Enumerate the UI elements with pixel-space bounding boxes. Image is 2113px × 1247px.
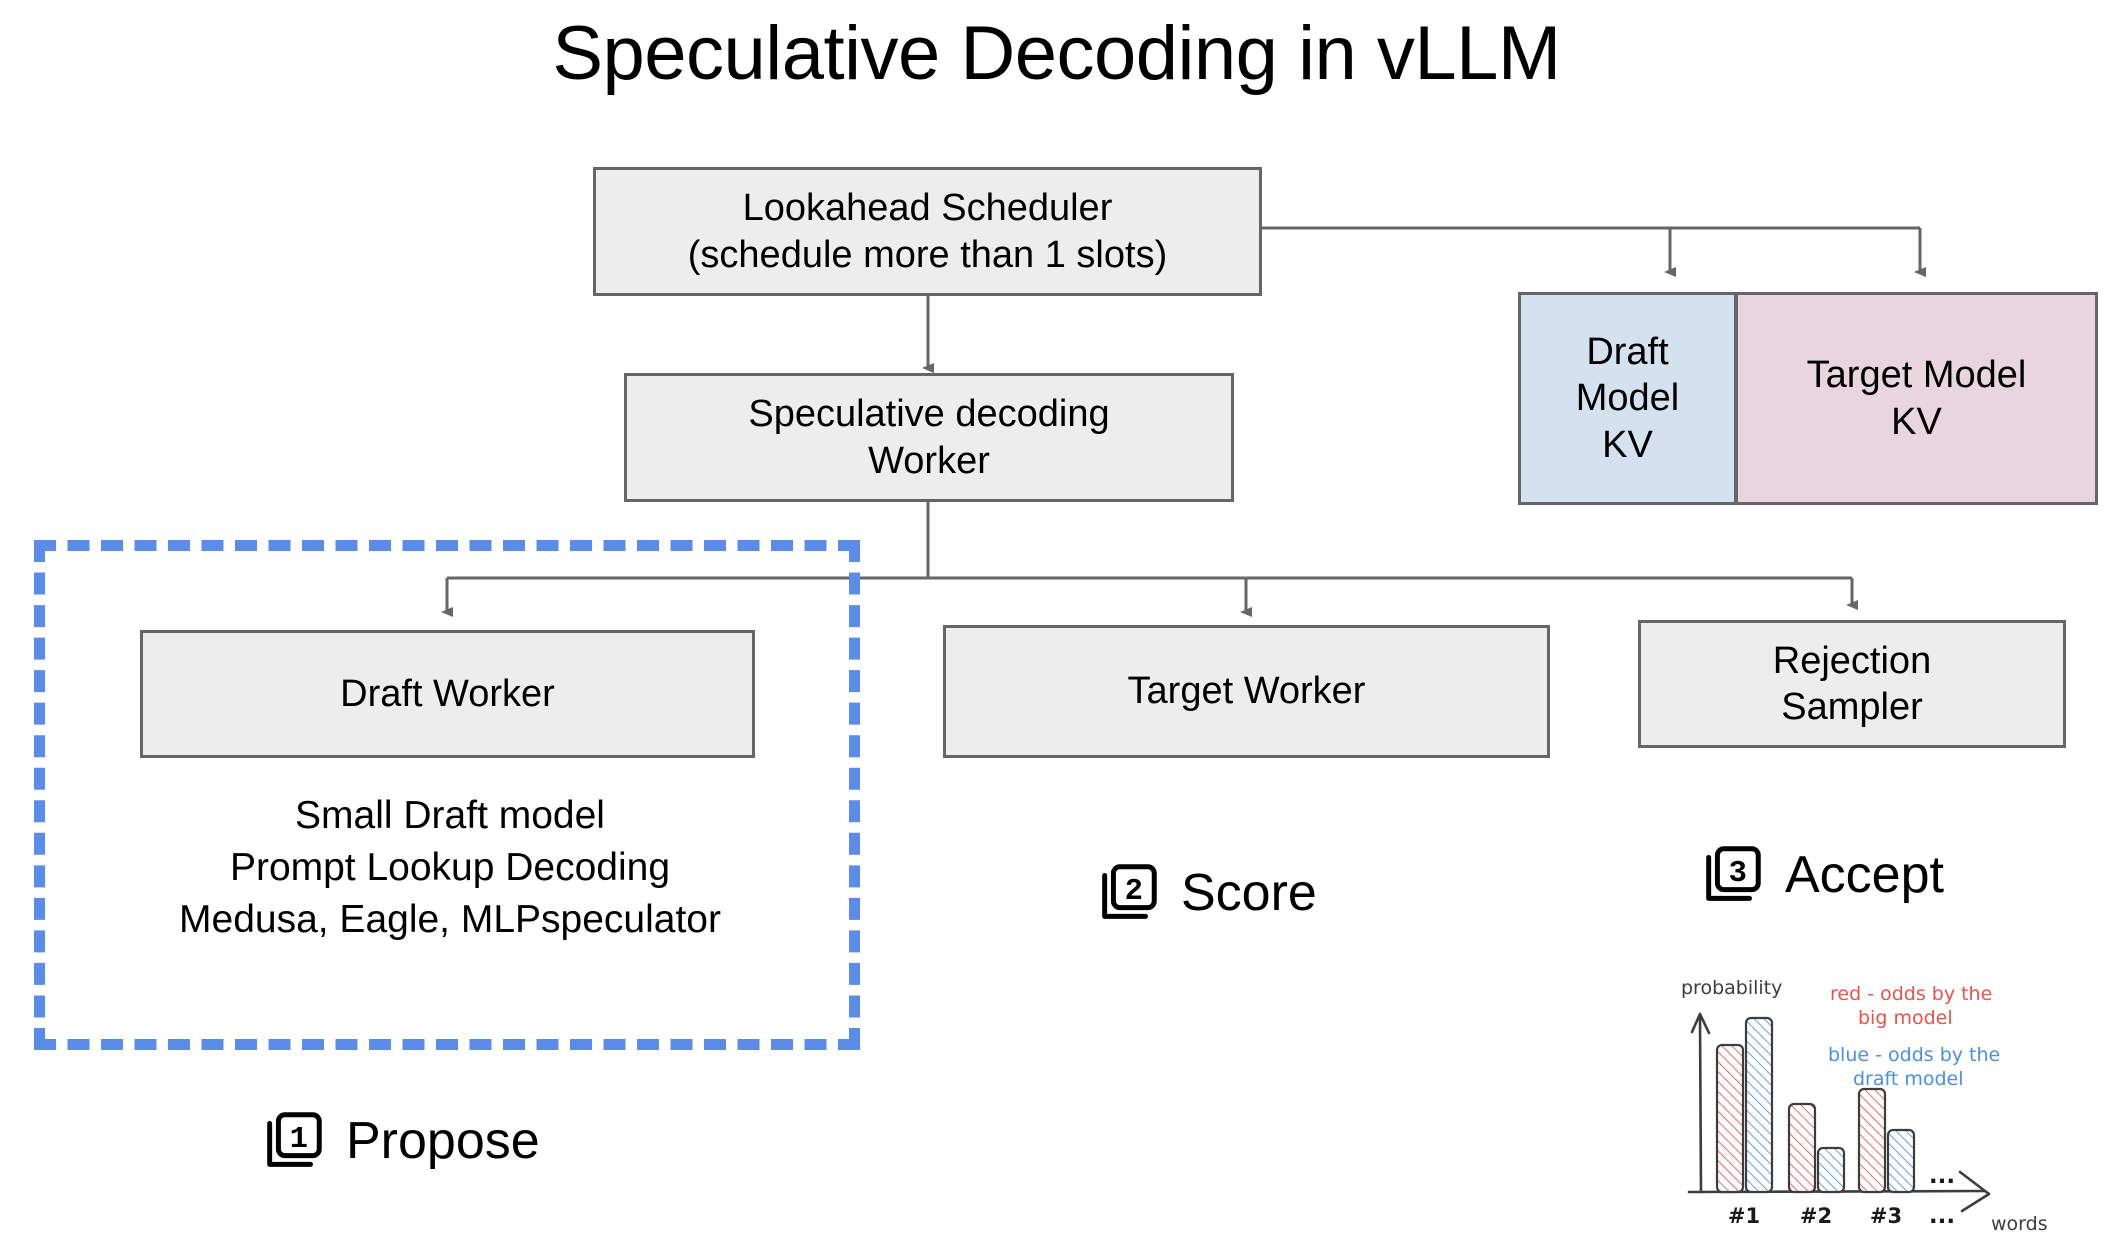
chart-ellipsis-lower: ... xyxy=(1929,1203,1955,1229)
node-rejection-sampler[interactable]: Rejection Sampler xyxy=(1638,620,2066,748)
node-draft-worker[interactable]: Draft Worker xyxy=(140,630,755,758)
chart-legend-red-line2: big model xyxy=(1858,1007,1953,1029)
looks-two-icon: 2 xyxy=(1102,864,1157,919)
chart-bar-blue-3 xyxy=(1886,1128,1916,1194)
draft-methods-note: Small Draft model Prompt Lookup Decoding… xyxy=(60,790,840,946)
step-score[interactable]: 2 Score xyxy=(1093,858,1317,928)
node-lookahead-scheduler[interactable]: Lookahead Scheduler (schedule more than … xyxy=(593,167,1262,296)
chart-ylabel: probability xyxy=(1681,977,1782,999)
page-title: Speculative Decoding in vLLM xyxy=(552,11,1561,96)
step-number-1: 1 xyxy=(290,1123,308,1157)
chart-y-axis xyxy=(1690,1012,1711,1194)
step-number-3: 3 xyxy=(1729,857,1747,891)
chart-bar-blue-1 xyxy=(1744,1016,1774,1194)
chart-legend-red-line1: red - odds by the xyxy=(1830,983,1992,1005)
step-score-label: Score xyxy=(1181,864,1317,922)
node-rejection-sampler-text: Rejection Sampler xyxy=(1772,639,1932,728)
propose-highlight-region xyxy=(34,540,860,1050)
node-target-model-kv-text: Target Model KV xyxy=(1806,354,2027,443)
node-lookahead-scheduler-text: Lookahead Scheduler (schedule more than … xyxy=(687,187,1168,276)
looks-three-icon: 3 xyxy=(1706,846,1761,901)
looks-one-icon: 1 xyxy=(267,1112,322,1167)
chart-ellipsis-upper: ... xyxy=(1929,1163,1955,1189)
chart-bar-group-3 xyxy=(1857,1087,1916,1194)
step-number-2: 2 xyxy=(1125,875,1143,909)
chart-bar-red-1 xyxy=(1715,1043,1745,1194)
node-target-worker-label: Target Worker xyxy=(1127,670,1366,713)
step-propose-label: Propose xyxy=(346,1112,540,1170)
chart-legend: red - odds by the big model blue - odds … xyxy=(1828,983,2000,1090)
chart-bar-red-3 xyxy=(1857,1087,1887,1194)
node-target-worker[interactable]: Target Worker xyxy=(943,625,1550,758)
chart-bar-blue-2 xyxy=(1816,1146,1846,1194)
chart-tick-1: #1 xyxy=(1728,1204,1760,1228)
step-propose[interactable]: 1 Propose xyxy=(258,1106,540,1176)
step-accept-label: Accept xyxy=(1785,846,1944,904)
probability-sketch-chart: probability words #1 #2 #3 ... ... xyxy=(1681,977,2048,1235)
chart-legend-blue-line2: draft model xyxy=(1853,1068,1964,1090)
node-speculative-decoding-worker-text: Speculative decoding Worker xyxy=(748,393,1110,482)
chart-tick-3: #3 xyxy=(1870,1204,1902,1228)
step-accept[interactable]: 3 Accept xyxy=(1697,840,1944,910)
node-draft-model-kv[interactable]: Draft Model KV xyxy=(1518,292,1736,505)
edge-scheduler-to-kv-caches xyxy=(1262,226,1926,277)
chart-bar-group-1 xyxy=(1715,1016,1774,1194)
chart-bar-group-2 xyxy=(1787,1102,1846,1194)
node-draft-worker-label: Draft Worker xyxy=(340,672,555,715)
draft-method-line-3: Medusa, Eagle, MLPspeculator xyxy=(179,897,721,941)
chart-bar-red-2 xyxy=(1787,1102,1817,1194)
node-speculative-decoding-worker[interactable]: Speculative decoding Worker xyxy=(624,373,1234,502)
chart-xlabel: words xyxy=(1991,1213,2048,1235)
node-target-model-kv[interactable]: Target Model KV xyxy=(1736,292,2098,505)
draft-method-line-1: Small Draft model xyxy=(295,794,605,837)
chart-tick-2: #2 xyxy=(1800,1204,1832,1228)
node-draft-model-kv-text: Draft Model KV xyxy=(1575,330,1680,466)
draft-method-line-2: Prompt Lookup Decoding xyxy=(229,845,671,889)
chart-legend-blue-line1: blue - odds by the xyxy=(1828,1044,2000,1066)
